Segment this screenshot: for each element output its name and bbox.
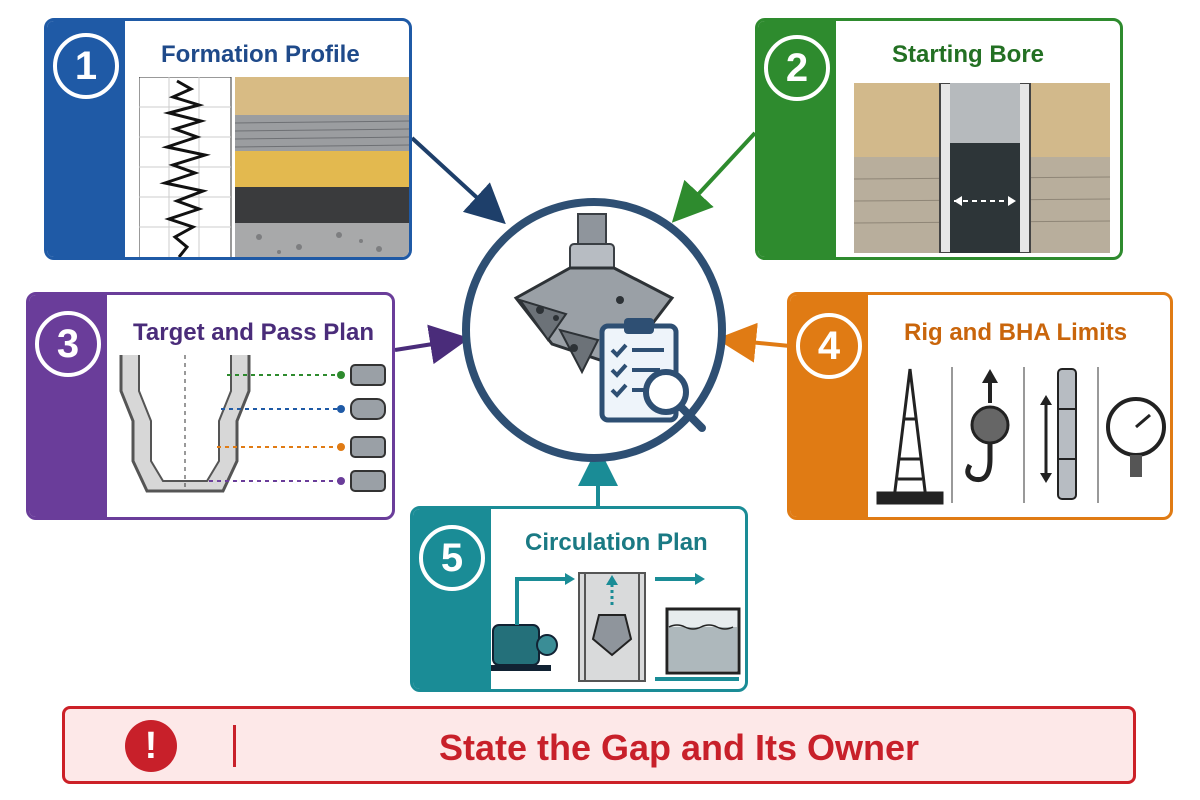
- banner-divider: [233, 725, 236, 767]
- step-number-badge: 4: [796, 313, 862, 379]
- card-title: Circulation Plan: [525, 529, 708, 556]
- step-number-badge: 1: [53, 33, 119, 99]
- tool-icon-1: [350, 364, 386, 386]
- arrow-3: [394, 324, 470, 365]
- arrow-1: [410, 136, 506, 225]
- card-title: Formation Profile: [161, 41, 360, 68]
- step-number-badge: 3: [35, 311, 101, 377]
- step-number-badge: 5: [419, 525, 485, 591]
- card-title: Target and Pass Plan: [133, 319, 374, 346]
- formation-log-illustration: [139, 77, 409, 257]
- mud-tank-icon: [665, 607, 741, 675]
- banner-text: State the Gap and Its Owner: [438, 727, 920, 768]
- card-title: Rig and BHA Limits: [904, 319, 1128, 346]
- card-target-pass-plan: 3 Target and Pass Plan: [26, 292, 395, 520]
- hook-load-icon: [965, 369, 1010, 483]
- step-number-badge: 2: [764, 35, 830, 101]
- arrow-4: [716, 322, 791, 363]
- bha-length-icon: [1040, 368, 1077, 500]
- card-circulation-plan: 5 Circulation Plan: [410, 506, 748, 692]
- bore-illustration: [854, 83, 1110, 253]
- card-rig-bha-limits: 4 Rig and BHA Limits: [787, 292, 1173, 520]
- circulation-illustration: [491, 572, 741, 682]
- pass-plan-illustration: [119, 355, 386, 493]
- rig-limits-illustration: [876, 367, 1166, 505]
- card-formation-profile: 1 Formation Profile: [44, 18, 412, 260]
- alert-icon: !: [125, 720, 177, 772]
- tool-icon-3: [350, 436, 386, 458]
- derrick-icon: [876, 368, 944, 505]
- tool-icon-2: [350, 398, 386, 420]
- bit-icon: [591, 614, 633, 657]
- mud-pump-icon: [491, 624, 558, 671]
- tool-icon-4: [350, 470, 386, 492]
- arrow-2: [671, 131, 757, 223]
- pressure-gauge-icon: [1106, 397, 1166, 477]
- bottom-banner: ! State the Gap and Its Owner: [62, 706, 1136, 784]
- card-title: Starting Bore: [892, 41, 1045, 68]
- card-starting-bore: 2 Starting Bore: [755, 18, 1123, 260]
- gamma-log-trace: [159, 79, 211, 257]
